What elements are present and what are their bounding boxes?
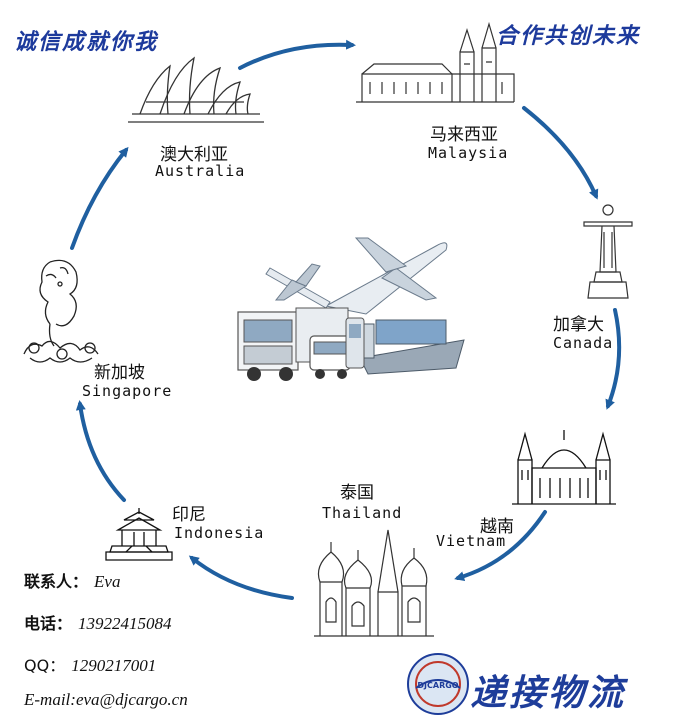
australia-label-en: Australia bbox=[155, 162, 246, 180]
arrow-singapore-australia bbox=[70, 146, 129, 250]
brand-name: 递接物流 bbox=[470, 672, 627, 714]
canada-label-en: Canada bbox=[553, 334, 614, 352]
contact-email-label: E-mail: bbox=[24, 690, 76, 709]
rail-icon bbox=[345, 317, 365, 369]
slogan-right: 合作共创未来 bbox=[496, 23, 641, 49]
contact-qq-label: QQ： bbox=[24, 656, 66, 675]
vietnam-label-en: Vietnam bbox=[436, 532, 507, 550]
merlion-icon bbox=[23, 259, 99, 363]
indonesia-label-en: Indonesia bbox=[174, 524, 265, 542]
cargo-plane-small-icon bbox=[265, 263, 331, 309]
contact-person-row: 联系人： Eva bbox=[24, 568, 120, 592]
contact-phone-row: 电话： 13922415084 bbox=[24, 610, 172, 634]
australia-label-cn: 澳大利亚 bbox=[160, 145, 228, 165]
brand-logo-icon: DJCARGO bbox=[407, 653, 469, 715]
brand-logo-text: DJCARGO bbox=[417, 681, 458, 690]
arrow-vietnam-thailand bbox=[454, 510, 547, 582]
contact-phone-label: 电话： bbox=[24, 614, 73, 633]
contact-qq-value: 1290217001 bbox=[71, 656, 157, 675]
cargo-ship-icon bbox=[351, 319, 465, 375]
indonesia-label-cn: 印尼 bbox=[172, 505, 206, 525]
van-icon bbox=[309, 335, 351, 379]
truck-icon bbox=[237, 307, 349, 381]
cargo-plane-large-icon bbox=[324, 237, 448, 315]
contact-person-value: Eva bbox=[94, 572, 121, 591]
onion-dome-icon bbox=[314, 529, 434, 637]
thailand-label-en: Thailand bbox=[322, 504, 403, 522]
contact-email-row: E-mail:eva@djcargo.cn bbox=[24, 690, 188, 710]
contact-email-value: eva@djcargo.cn bbox=[75, 690, 188, 709]
canada-label-cn: 加拿大 bbox=[553, 315, 604, 335]
arrow-indonesia-singapore bbox=[75, 400, 126, 502]
arrow-malaysia-canada bbox=[522, 106, 599, 200]
transport-illustration bbox=[237, 237, 465, 381]
contact-qq-row: QQ： 1290217001 bbox=[24, 652, 156, 676]
contact-person-label: 联系人： bbox=[24, 572, 89, 591]
malaysia-label-en: Malaysia bbox=[428, 144, 509, 162]
slogan-left: 诚信成就你我 bbox=[14, 29, 159, 55]
vietnam-label-cn: 越南 bbox=[480, 517, 514, 537]
malaysia-label-cn: 马来西亚 bbox=[430, 125, 498, 145]
singapore-label-en: Singapore bbox=[82, 382, 173, 400]
thailand-label-cn: 泰国 bbox=[340, 483, 374, 503]
contact-phone-value: 13922415084 bbox=[78, 614, 172, 633]
singapore-label-cn: 新加坡 bbox=[94, 363, 145, 383]
cathedral-icon bbox=[512, 430, 616, 505]
arrow-thailand-indonesia bbox=[188, 555, 294, 600]
opera-house-icon bbox=[128, 56, 264, 123]
statue-icon bbox=[583, 204, 633, 299]
arrow-australia-malaysia bbox=[238, 39, 356, 70]
arrow-canada-vietnam bbox=[605, 308, 622, 410]
palace-icon bbox=[356, 21, 515, 103]
pavilion-icon bbox=[105, 508, 173, 561]
